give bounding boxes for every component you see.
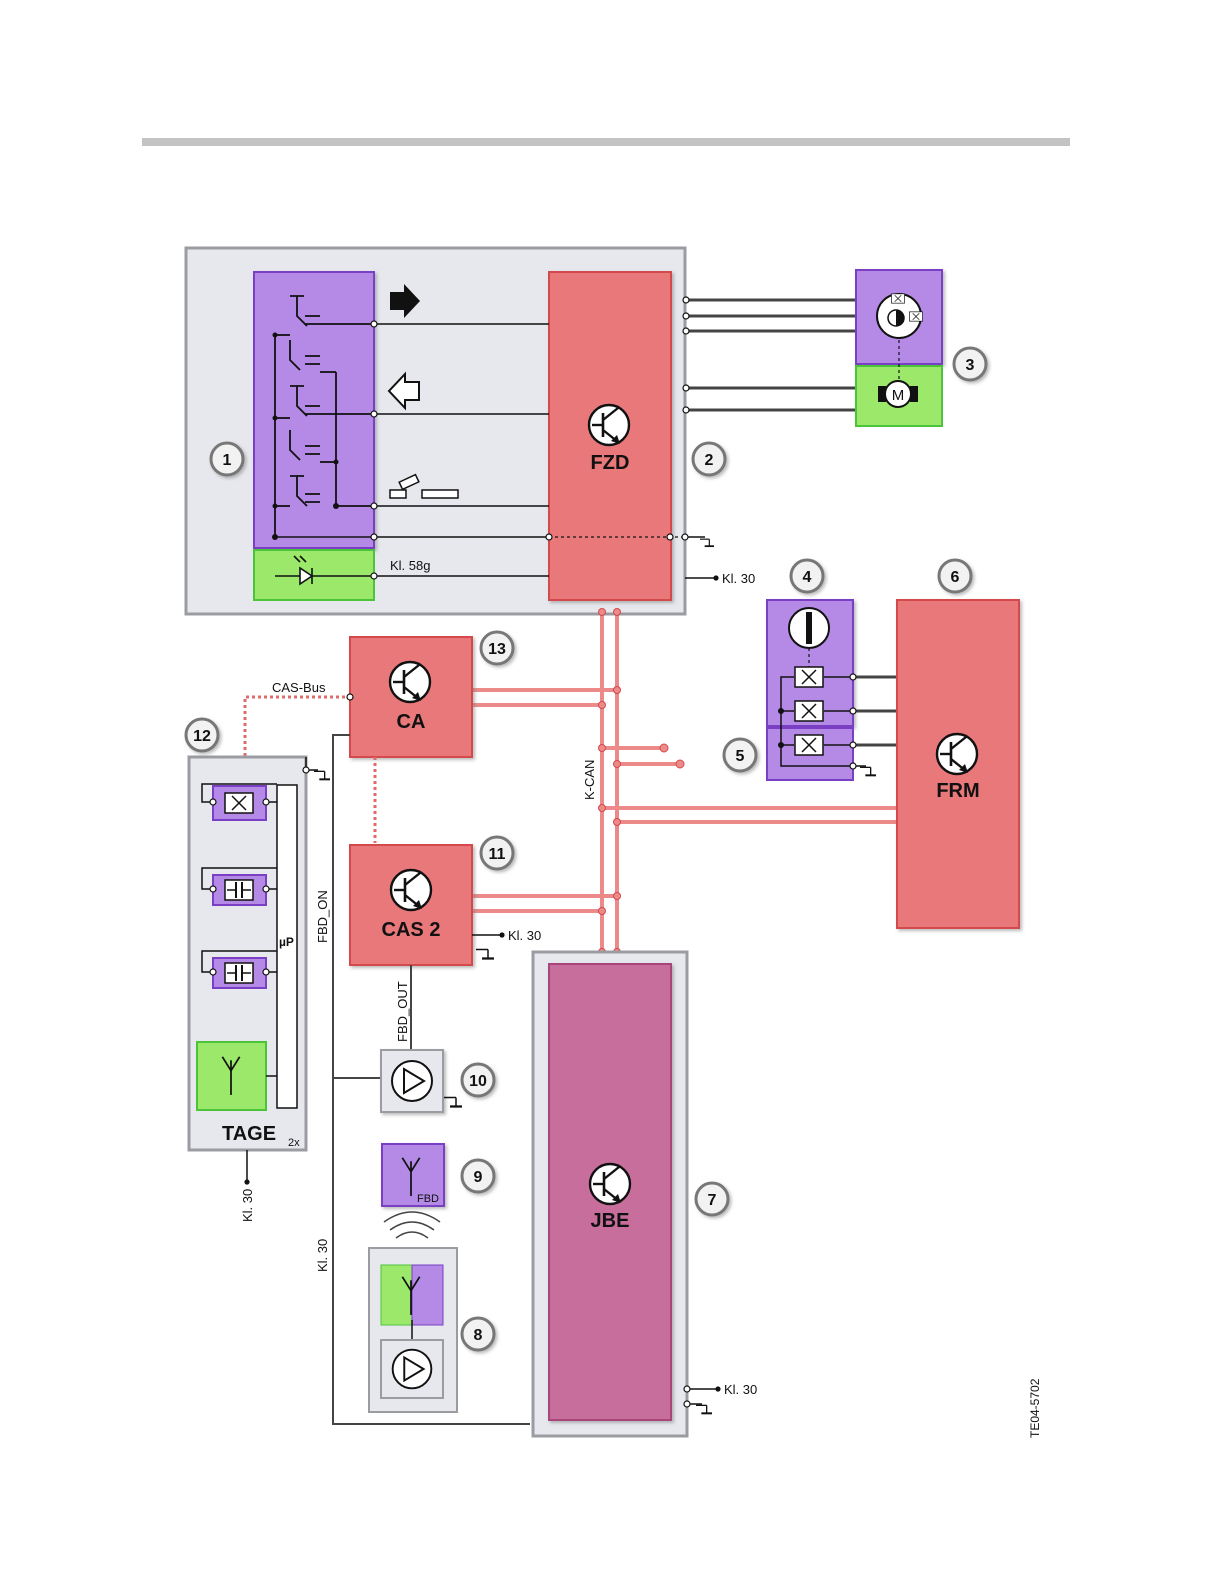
callout-5: 5: [724, 739, 756, 771]
callout-number: 11: [489, 846, 506, 863]
key-antenna-green: [381, 1265, 412, 1325]
callout-8: 8: [462, 1318, 494, 1350]
sensor-x-icon: [795, 735, 823, 755]
callout-number: 10: [469, 1073, 487, 1090]
sensor-x-icon: [795, 667, 823, 687]
callout-3: 3: [954, 348, 986, 380]
tage-multiplier: 2x: [288, 1137, 300, 1149]
callout-number: 13: [488, 641, 506, 658]
callout-7: 7: [696, 1183, 728, 1215]
callout-1: 1: [211, 443, 243, 475]
callout-number: 5: [736, 748, 745, 765]
key-antenna-purple: [412, 1265, 443, 1325]
callout-9: 9: [462, 1160, 494, 1192]
figure-code: TE04-5702: [1028, 1378, 1042, 1438]
capacitor-icon: [225, 880, 253, 900]
jbe-kl30-label: Kl. 30: [724, 1382, 757, 1397]
led-block: [254, 550, 374, 600]
cas2-kl30-label: Kl. 30: [508, 928, 541, 943]
jbe-label: JBE: [591, 1210, 630, 1232]
sensor-x-icon: [225, 793, 253, 813]
fzd-label: FZD: [591, 452, 630, 474]
frm-label: FRM: [936, 780, 979, 802]
callout-number: 3: [966, 357, 975, 374]
ground-icon: [476, 950, 494, 959]
fbd-out-label: FBD_OUT: [395, 981, 410, 1042]
window-switch-icon: [789, 608, 829, 648]
callout-number: 12: [193, 728, 211, 745]
fbd-on-label: FBD_ON: [315, 890, 330, 943]
ground-icon: [860, 767, 876, 775]
header-bar: [142, 138, 1070, 146]
motor-label: M: [892, 387, 905, 404]
sensor-x-icon: [795, 701, 823, 721]
callout-number: 1: [223, 452, 232, 469]
callout-number: 7: [708, 1192, 717, 1209]
ground-icon: [314, 771, 330, 779]
callout-12: 12: [186, 719, 218, 751]
radio-waves-icon: [384, 1212, 440, 1238]
tage-label: TAGE: [222, 1123, 276, 1145]
fbd-label: FBD: [417, 1193, 439, 1205]
kl30-vertical-label: Kl. 30: [315, 1239, 330, 1272]
callout-number: 9: [474, 1169, 483, 1186]
amplifier-icon: [392, 1061, 432, 1101]
transistor-icon: [590, 1164, 630, 1204]
transistor-icon: [937, 734, 977, 774]
callout-number: 4: [803, 569, 812, 586]
transistor-icon: [391, 870, 431, 910]
amplifier-icon: [393, 1350, 432, 1389]
kl58g-label: Kl. 58g: [390, 558, 430, 573]
tage-kl30-label: Kl. 30: [240, 1189, 255, 1222]
ground-icon: [700, 539, 714, 546]
callout-11: 11: [481, 837, 513, 869]
cas2-label: CAS 2: [382, 919, 441, 941]
callout-number: 6: [951, 569, 960, 586]
callout-number: 8: [474, 1327, 483, 1344]
transistor-icon: [390, 662, 430, 702]
microprocessor-label: µP: [279, 935, 294, 949]
ca-label: CA: [397, 711, 426, 733]
transistor-icon: [589, 405, 629, 445]
callout-4: 4: [791, 560, 823, 592]
k-can-label: K-CAN: [582, 760, 597, 800]
sensor-icon: [877, 294, 923, 338]
callout-2: 2: [693, 443, 725, 475]
cas-bus-label: CAS-Bus: [272, 680, 326, 695]
capacitor-icon: [225, 963, 253, 983]
ground-icon: [696, 1405, 712, 1413]
callout-number: 2: [705, 452, 714, 469]
callout-6: 6: [939, 560, 971, 592]
callout-10: 10: [462, 1064, 494, 1096]
ground-icon: [444, 1098, 462, 1107]
callout-13: 13: [481, 632, 513, 664]
fzd-kl30-label: Kl. 30: [722, 571, 755, 586]
